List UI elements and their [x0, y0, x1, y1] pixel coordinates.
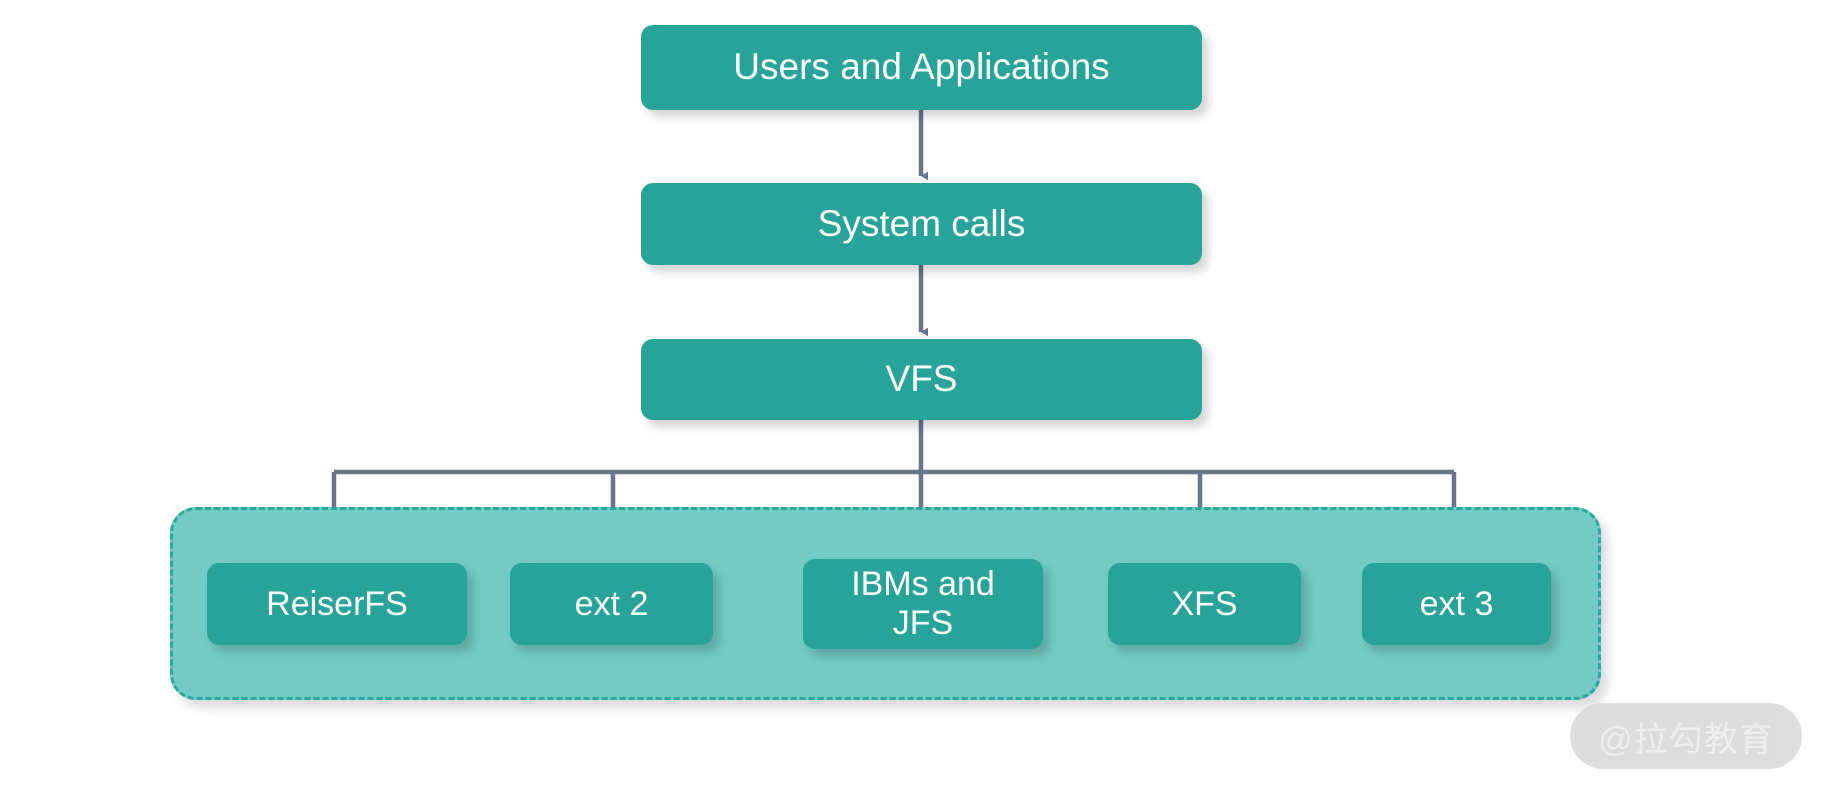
node-filesystem-ext3[interactable]: ext 3 [1362, 563, 1551, 645]
node-system-calls[interactable]: System calls [641, 183, 1202, 265]
node-users-and-applications[interactable]: Users and Applications [641, 25, 1202, 110]
node-filesystem-xfs[interactable]: XFS [1108, 563, 1301, 645]
node-label-line-2: JFS [892, 604, 954, 642]
node-label-line-1: IBMs and [851, 565, 995, 604]
node-label: ext 3 [1419, 584, 1494, 623]
node-label: IBMs and JFS [851, 565, 995, 643]
node-filesystem-reiserfs[interactable]: ReiserFS [207, 563, 467, 645]
watermark-badge: @拉勾教育 [1570, 703, 1802, 769]
node-label: ReiserFS [266, 584, 408, 623]
node-filesystem-ibms-and-jfs[interactable]: IBMs and JFS [803, 559, 1043, 649]
node-label: ext 2 [574, 584, 649, 623]
node-label: Users and Applications [733, 46, 1110, 88]
node-label: XFS [1171, 584, 1238, 623]
node-label: System calls [817, 202, 1026, 244]
node-vfs[interactable]: VFS [641, 339, 1202, 420]
node-filesystem-ext2[interactable]: ext 2 [510, 563, 713, 645]
watermark-text: @拉勾教育 [1598, 720, 1774, 759]
node-label: VFS [885, 358, 958, 400]
